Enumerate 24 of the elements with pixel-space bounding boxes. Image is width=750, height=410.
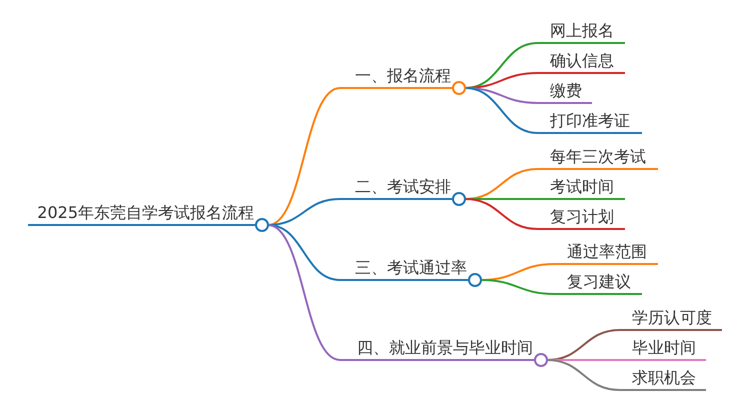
topic-node: 四、就业前景与毕业时间 — [340, 338, 548, 368]
leaf-node: 缴费 — [538, 81, 592, 105]
leaf-node: 复习计划 — [538, 207, 625, 231]
branch-line — [546, 359, 620, 391]
topic-node: 2025年东莞自学考试报名流程 — [28, 203, 269, 233]
leaf-node: 确认信息 — [538, 51, 625, 75]
leaf-node: 求职机会 — [620, 368, 706, 392]
branch-line — [268, 224, 340, 281]
leaf-node: 考试时间 — [538, 177, 625, 201]
branch-line — [464, 198, 538, 230]
leaf-node: 打印准考证 — [538, 111, 642, 135]
leaf-node: 通过率范围 — [555, 242, 658, 266]
leaf-node: 毕业时间 — [620, 338, 706, 362]
branch-line — [268, 87, 340, 226]
topic-node: 一、报名流程 — [340, 66, 466, 96]
leaf-node: 复习建议 — [555, 272, 642, 296]
branch-line — [268, 224, 340, 361]
topic-node: 二、考试安排 — [340, 177, 466, 207]
leaf-node: 网上报名 — [538, 21, 625, 45]
leaf-node: 每年三次考试 — [538, 147, 658, 171]
branch-line — [480, 279, 556, 295]
topic-node: 三、考试通过率 — [340, 258, 482, 288]
branch-line — [464, 87, 538, 134]
leaf-node: 学历认可度 — [620, 308, 722, 332]
